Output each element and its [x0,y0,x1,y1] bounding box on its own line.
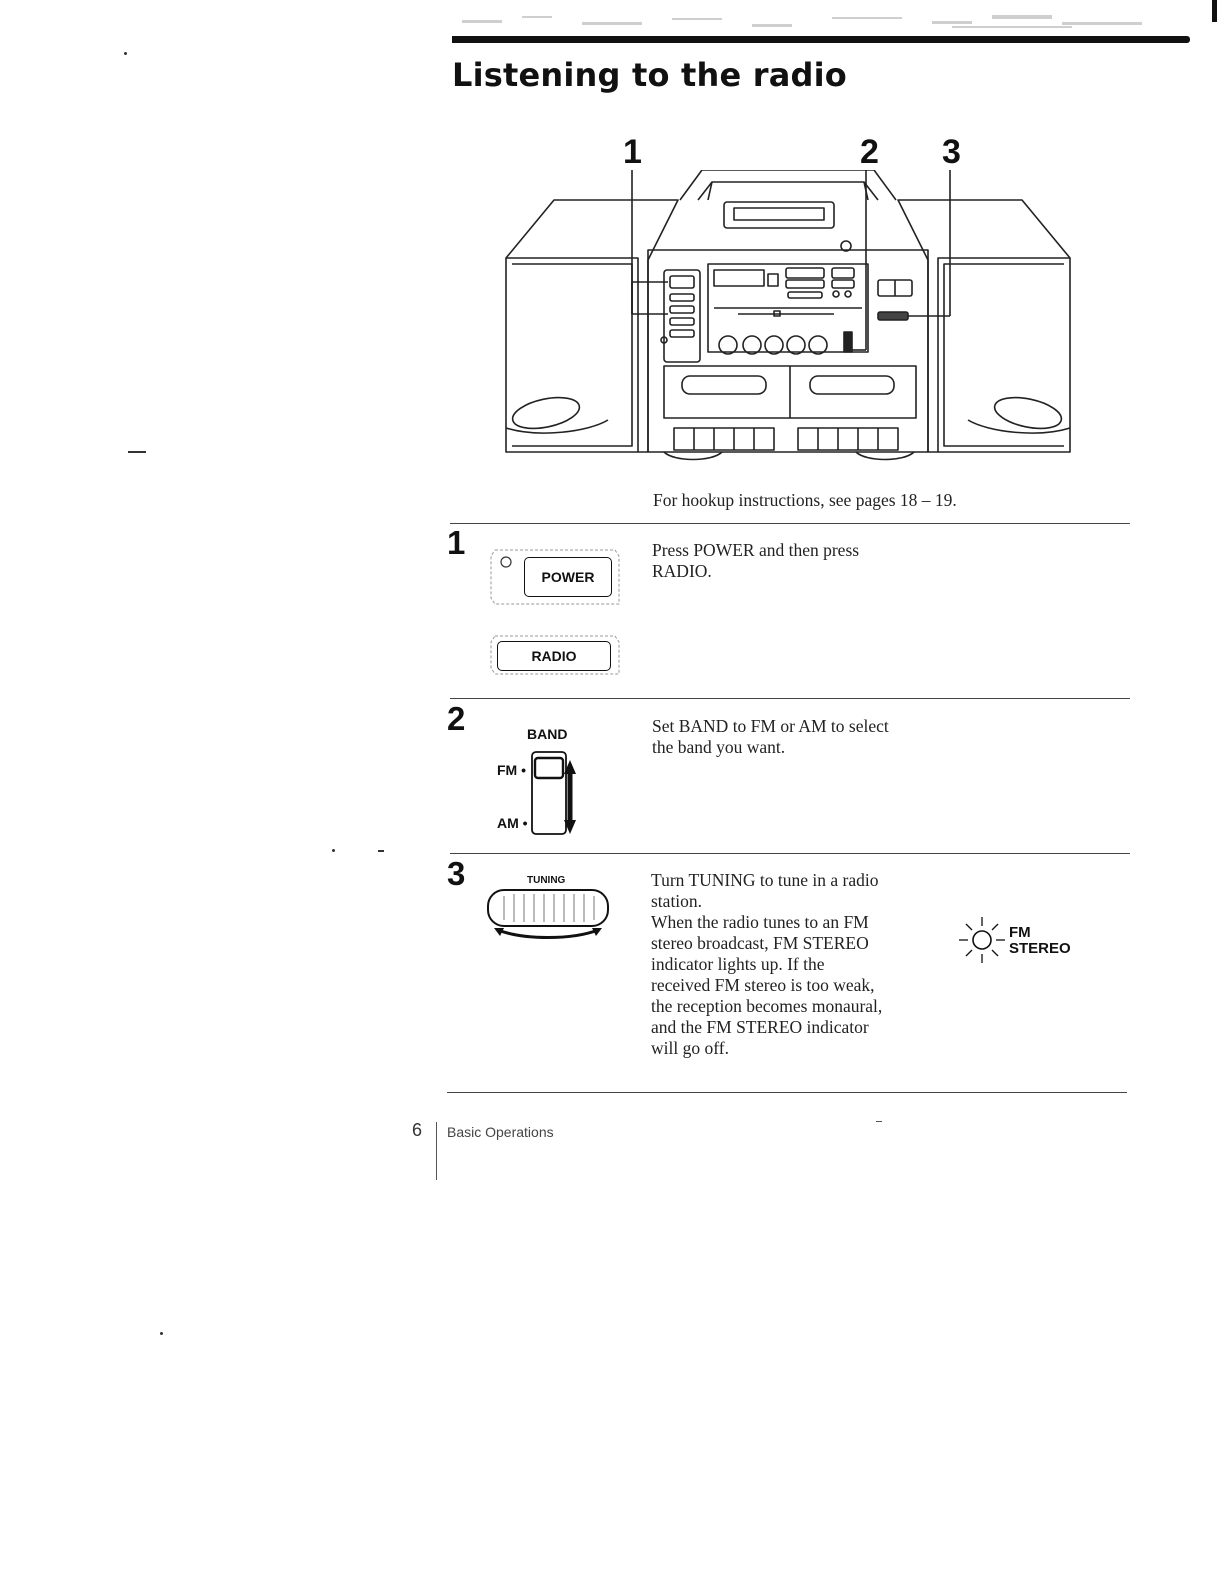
tuning-dial [487,889,609,939]
section-divider [447,1092,1127,1093]
page-number: 6 [412,1120,423,1140]
radio-button-label: RADIO [531,648,577,664]
text-line: received FM stereo is too weak, [651,975,875,995]
text-line: When the radio tunes to an FM [651,912,869,932]
power-button-frame [490,549,620,605]
power-button: POWER [524,557,612,597]
radio-button: RADIO [497,641,611,671]
section-divider [450,523,1130,524]
section-divider [450,853,1130,854]
indicator-line: FM [1009,924,1031,941]
text-line: Press POWER and then press [652,540,860,560]
scan-mark [124,52,127,55]
text-line: RADIO. [652,561,712,581]
page-title: Listening to the radio [452,56,847,94]
page-edge-mark [1212,0,1217,22]
text-line: station. [651,891,703,911]
scan-mark [332,849,335,852]
text-line: and the FM STEREO indicator [651,1017,869,1037]
step-number: 2 [447,700,466,737]
callout-1: 1 [623,133,642,171]
header-texture [462,15,1142,28]
light-icon [959,917,1005,963]
footer-section: Basic Operations [447,1124,554,1140]
text-line: the reception becomes monaural, [651,996,883,1016]
band-label: BAND [527,726,568,742]
am-position-label: AM • [497,815,528,831]
tuning-label: TUNING [527,875,566,886]
section-divider [450,698,1130,699]
text-line: will go off. [651,1038,729,1058]
boombox-illustration [505,170,1071,461]
step-number: 3 [447,855,466,892]
scan-mark [876,1121,882,1122]
callout-3: 3 [942,133,961,171]
scan-mark [160,1332,163,1335]
scan-mark [378,850,384,852]
header-rule [452,36,1190,43]
indicator-line: STEREO [1009,940,1071,957]
callout-2: 2 [860,133,879,171]
hookup-note: For hookup instructions, see pages 18 – … [653,490,957,510]
text-line: Turn TUNING to tune in a radio [651,870,879,890]
scan-mark [128,451,146,453]
text-line: stereo broadcast, FM STEREO [651,933,869,953]
right-speaker [897,199,1071,453]
step-3-text: Turn TUNING to tune in a radio station. … [651,870,941,1059]
text-line: Set BAND to FM or AM to select [652,716,889,736]
power-button-label: POWER [541,569,595,585]
left-speaker [505,199,679,453]
text-line: indicator lights up. If the [651,954,825,974]
fm-position-label: FM • [497,762,527,778]
step-1-text: Press POWER and then press RADIO. [652,540,932,582]
footer-divider [436,1122,437,1180]
text-line: the band you want. [652,737,786,757]
fm-stereo-indicator: FM STEREO [1009,925,1071,957]
step-number: 1 [447,524,466,561]
step-2-text: Set BAND to FM or AM to select the band … [652,716,932,758]
radio-button-frame [490,635,620,675]
band-switch [531,751,576,835]
